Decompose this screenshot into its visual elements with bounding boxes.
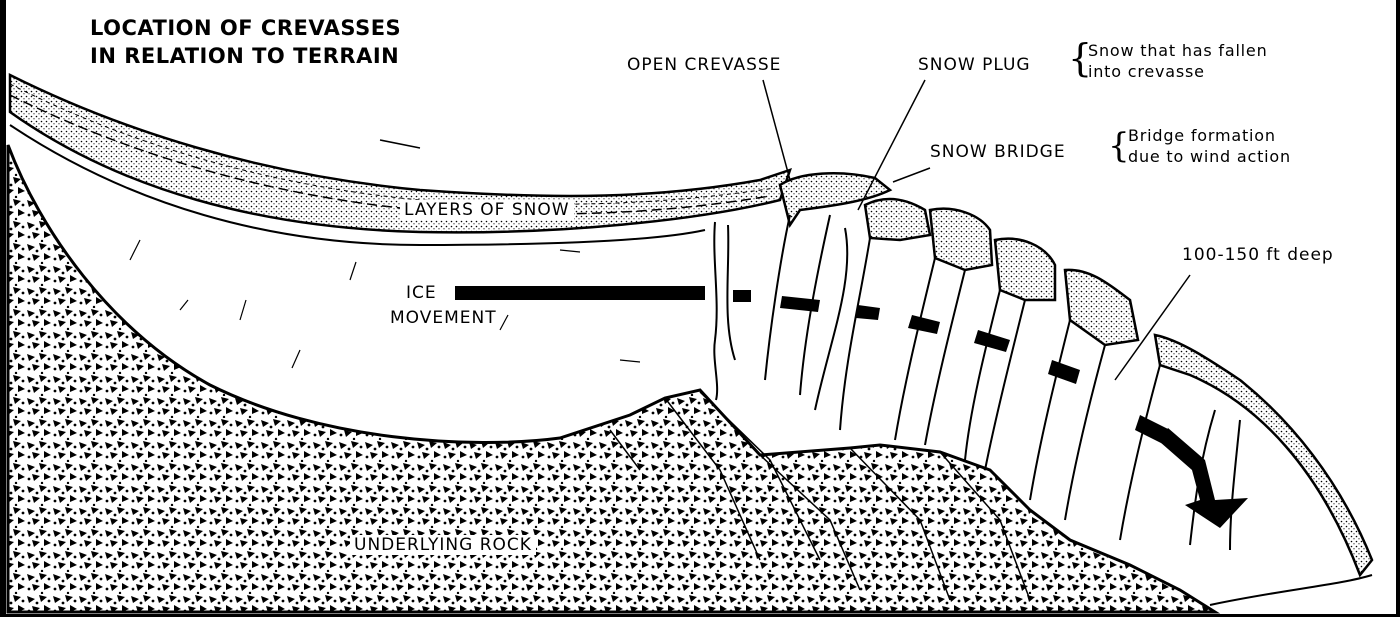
snow-bridge-note-line-1: Bridge formation — [1128, 125, 1291, 146]
snow-plug-note-line-2: into crevasse — [1088, 61, 1268, 82]
depth-label: 100-150 ft deep — [1182, 245, 1334, 265]
diagram-title: LOCATION OF CREVASSES IN RELATION TO TER… — [90, 14, 401, 70]
ice-texture — [130, 240, 640, 368]
ice-label: ICE — [406, 283, 437, 303]
title-line-2: IN RELATION TO TERRAIN — [90, 42, 401, 70]
movement-label: MOVEMENT — [390, 308, 497, 328]
snow-plug-note: Snow that has fallen into crevasse — [1088, 40, 1268, 82]
underlying-rock-label: UNDERLYING ROCK — [350, 535, 536, 555]
snow-plug-note-line-1: Snow that has fallen — [1088, 40, 1268, 61]
snow-bridge-note: Bridge formation due to wind action — [1128, 125, 1291, 167]
layers-of-snow-label: LAYERS OF SNOW — [400, 200, 574, 220]
snow-bridge-label: SNOW BRIDGE — [930, 142, 1066, 162]
open-crevasse-label: OPEN CREVASSE — [627, 55, 781, 75]
title-line-1: LOCATION OF CREVASSES — [90, 14, 401, 42]
ice-movement-dashes — [455, 286, 1170, 445]
snow-bridge-brace: { — [1108, 128, 1130, 164]
snow-plug-label: SNOW PLUG — [918, 55, 1031, 75]
snow-bridge-note-line-2: due to wind action — [1128, 146, 1291, 167]
